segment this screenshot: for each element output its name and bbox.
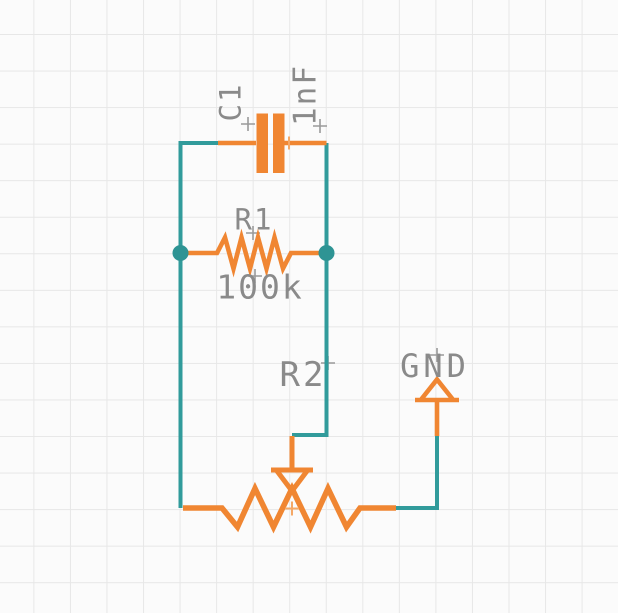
junction-dot-left[interactable] xyxy=(172,245,189,261)
resistor-ref-label[interactable]: R1 xyxy=(234,202,274,237)
gnd-arrow[interactable] xyxy=(415,375,459,403)
capacitor-symbol[interactable] xyxy=(218,113,327,174)
capacitor-ref-label[interactable]: C1 xyxy=(213,82,248,122)
wire-right-vertical[interactable] xyxy=(292,143,329,437)
resistor-value-label[interactable]: 100k xyxy=(216,267,304,307)
potentiometer-symbol[interactable] xyxy=(183,436,396,534)
junction-dot-right[interactable] xyxy=(318,245,335,261)
gnd-label[interactable]: GND xyxy=(400,347,470,385)
resistor-symbol[interactable] xyxy=(181,228,326,278)
wire-group[interactable] xyxy=(178,141,439,510)
potentiometer-wiper-arrow[interactable] xyxy=(271,467,313,496)
potentiometer-ref-label[interactable]: R2 xyxy=(279,355,327,395)
wire-bottom-right[interactable] xyxy=(396,436,439,510)
anchor-cross-1nf xyxy=(313,119,327,133)
anchor-cross-c1 xyxy=(241,117,255,131)
capacitor-plate-left[interactable] xyxy=(256,113,269,174)
gnd-symbol[interactable] xyxy=(415,375,459,437)
anchor-cross-gnd xyxy=(430,348,444,362)
wire-left-loop[interactable] xyxy=(178,141,219,508)
capacitor-plate-right[interactable] xyxy=(273,113,285,174)
potentiometer-anchor-cross xyxy=(285,501,299,516)
resistor-zigzag[interactable] xyxy=(181,228,326,278)
capacitor-value-label[interactable]: 1nF xyxy=(287,64,324,126)
